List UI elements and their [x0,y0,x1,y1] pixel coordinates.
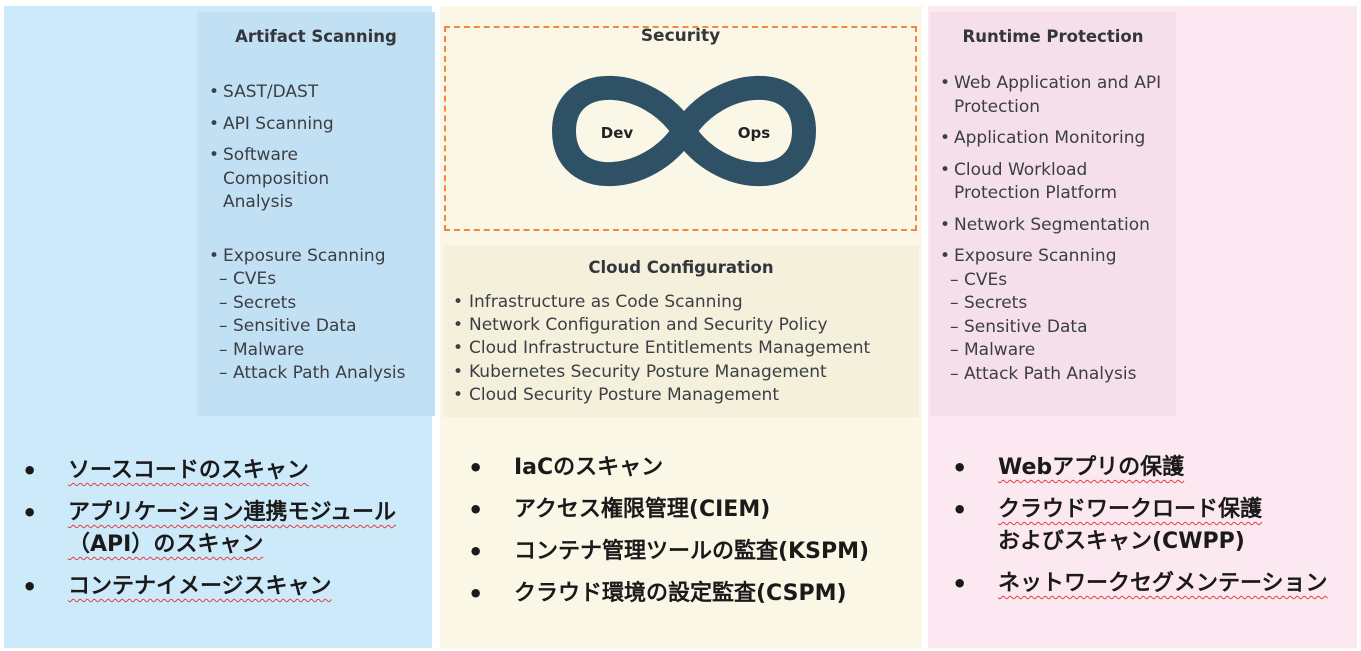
list-subitem: Malware [207,339,433,363]
jp-list-item: ソースコードのスキャン [20,455,430,487]
devops-infinity-icon: Dev Ops [552,75,816,187]
list-subitem: Secrets [207,292,433,316]
runtime-protection-card: Runtime Protection Web Application and A… [930,12,1176,416]
dev-label: Dev [601,124,634,142]
list-subitem: CVEs [938,269,1174,293]
infinity-loop [552,75,816,187]
list-subitem: Sensitive Data [938,316,1174,340]
cloud-jp-list: IaCのスキャン アクセス権限管理(CIEM) コンテナ管理ツールの監査(KSP… [466,452,920,610]
runtime-protection-title: Runtime Protection [962,27,1144,46]
cloud-configuration-card: Cloud Configuration Infrastructure as Co… [443,245,919,417]
jp-list-item: アプリケーション連携モジュール（API）のスキャン [20,497,430,561]
list-item: Infrastructure as Code Scanning [449,291,915,314]
jp-list-item: ネットワークセグメンテーション [950,568,1355,600]
list-item: Kubernetes Security Posture Management [449,361,915,384]
jp-list-item: Webアプリの保護 [950,452,1355,484]
runtime-list: Web Application and API Protection Appli… [938,72,1174,386]
list-item: Cloud Security Posture Management [449,384,915,407]
security-column: Security Dev Ops Cloud Configuration Inf… [440,6,922,648]
list-subitem: Attack Path Analysis [938,363,1174,387]
list-subitem: CVEs [207,268,433,292]
cloud-list: Infrastructure as Code Scanning Network … [449,291,915,407]
list-item: Cloud Workload Protection Platform [938,159,1174,206]
list-item: Network Segmentation [938,214,1174,238]
list-subitem: Malware [938,339,1174,363]
list-subitem: Attack Path Analysis [207,362,433,386]
list-subitem: Secrets [938,292,1174,316]
list-subitem: Sensitive Data [207,315,433,339]
list-item: Exposure Scanning [207,245,433,269]
jp-list-item: IaCのスキャン [466,452,920,484]
list-item: Exposure Scanning [938,245,1174,269]
artifact-list: SAST/DAST API Scanning Software Composit… [207,81,433,386]
list-item: Web Application and API Protection [938,72,1174,119]
artifact-scanning-card: Artifact Scanning SAST/DAST API Scanning… [197,12,435,416]
runtime-column: Runtime Protection Web Application and A… [928,6,1357,648]
security-box: Security Dev Ops [444,26,917,231]
jp-list-item: アクセス権限管理(CIEM) [466,494,920,526]
list-item: SAST/DAST [207,81,433,105]
artifact-jp-list: ソースコードのスキャン アプリケーション連携モジュール（API）のスキャン コン… [20,455,430,603]
list-item: Cloud Infrastructure Entitlements Manage… [449,337,915,360]
list-item: API Scanning [207,113,433,137]
jp-list-item: コンテナイメージスキャン [20,571,430,603]
artifact-scanning-title: Artifact Scanning [235,27,397,46]
security-title: Security [640,26,721,46]
jp-list-item: クラウド環境の設定監査(CSPM) [466,578,920,610]
cloud-configuration-title: Cloud Configuration [588,258,774,277]
jp-list-item: コンテナ管理ツールの監査(KSPM) [466,536,920,568]
list-item: Software Composition Analysis [207,144,433,215]
list-item: Application Monitoring [938,127,1174,151]
artifact-column: Artifact Scanning SAST/DAST API Scanning… [4,6,435,648]
ops-label: Ops [738,124,770,142]
list-item: Network Configuration and Security Polic… [449,314,915,337]
